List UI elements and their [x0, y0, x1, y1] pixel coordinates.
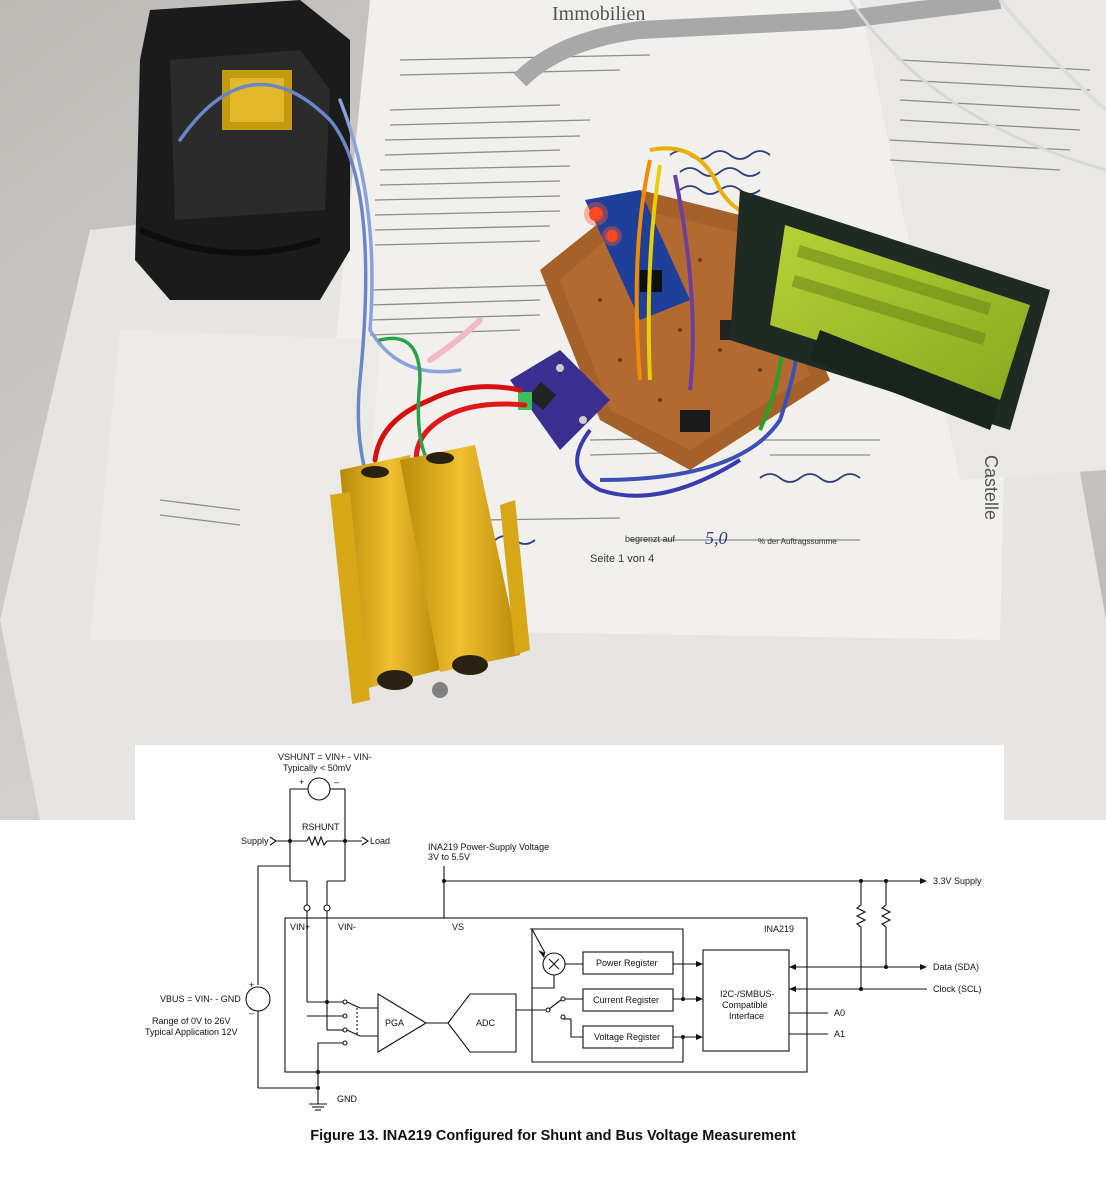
- vbus-typical: Typical Application 12V: [145, 1027, 238, 1037]
- ps-range-label: 3V to 5.5V: [428, 852, 470, 862]
- lcd-display: [730, 190, 1050, 430]
- gnd-label: GND: [337, 1094, 358, 1104]
- adc-label: ADC: [476, 1018, 496, 1028]
- power-register-label: Power Register: [596, 958, 658, 968]
- battery-holder: [135, 0, 350, 300]
- figure-caption: Figure 13. INA219 Configured for Shunt a…: [310, 1128, 796, 1144]
- paper-limit-value: 5,0: [705, 528, 728, 548]
- i2c-interface-box: [702, 949, 790, 1052]
- supply-label: Supply: [241, 836, 269, 846]
- chip-name-label: INA219: [764, 924, 794, 934]
- power-register-box: [582, 951, 674, 975]
- vs-label: VS: [452, 922, 464, 932]
- paper-percent-text: % der Auftragssumme: [758, 537, 837, 546]
- ina219-breakout: [510, 350, 610, 450]
- power-resistors: [330, 445, 530, 704]
- pga-label: PGA: [385, 1018, 404, 1028]
- a1-label: A1: [834, 1029, 845, 1039]
- vbus-meter-symbol: + –: [245, 980, 318, 1089]
- i2c-label-2: Compatible: [722, 1000, 768, 1010]
- i2c-label-1: I2C-/SMBUS-: [720, 989, 775, 999]
- voltage-register-box: [582, 1025, 674, 1049]
- supply-33-label: 3.3V Supply: [933, 876, 982, 886]
- svg-text:+: +: [249, 980, 254, 990]
- power-wires: [178, 82, 528, 473]
- paper-sheet-left: [90, 330, 380, 640]
- input-mux-switches: [306, 911, 378, 1046]
- i2c-label-3: Interface: [729, 1011, 764, 1021]
- rshunt-label: RSHUNT: [302, 822, 340, 832]
- ps-voltage-label: INA219 Power-Supply Voltage: [428, 842, 549, 852]
- ribbon-cable: [513, 0, 1002, 87]
- current-register-box: [582, 988, 674, 1012]
- paper-limit-label: begrenzt auf: [625, 534, 676, 544]
- pullup-resistors: [855, 879, 892, 991]
- vin-plus-label: VIN+: [290, 922, 310, 932]
- a0-label: A0: [834, 1008, 845, 1018]
- ina219-chip-box: [284, 917, 808, 1073]
- paper-header-text: Immobilien: [552, 3, 645, 25]
- vin-minus-label: VIN-: [338, 922, 356, 932]
- adc-block: [447, 993, 517, 1053]
- load-label: Load: [370, 836, 390, 846]
- data-sda-label: Data (SDA): [933, 962, 979, 972]
- voltage-register-label: Voltage Register: [594, 1032, 660, 1042]
- supply-load-line: Supply Load: [241, 835, 390, 912]
- vbus-range: Range of 0V to 26V: [152, 1016, 231, 1026]
- paper-sheet-right: [860, 0, 1106, 480]
- pga-triangle: [377, 993, 428, 1053]
- svg-text:–: –: [249, 1008, 254, 1018]
- paper-page-text: Seite 1 von 4: [590, 553, 654, 565]
- multiplier-symbol: [542, 952, 566, 976]
- vbus-equation: VBUS = VIN- - GND: [160, 994, 241, 1004]
- hardware-photo: Immobilien Seite 1 von 4 begrenzt auf 5,…: [0, 0, 1106, 820]
- paper-side-company: Castelle: [981, 455, 1001, 520]
- clock-scl-label: Clock (SCL): [933, 984, 982, 994]
- current-register-label: Current Register: [593, 995, 659, 1005]
